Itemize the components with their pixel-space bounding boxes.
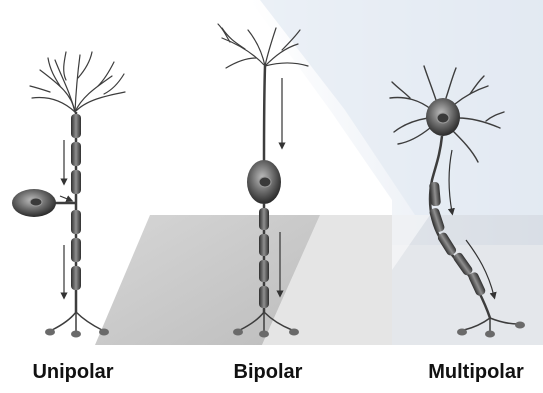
multipolar-neuron <box>390 66 525 338</box>
unipolar-dendrites <box>30 52 125 112</box>
bipolar-neuron <box>218 24 308 338</box>
label-bipolar: Bipolar <box>218 361 318 384</box>
bipolar-terminals <box>240 312 292 332</box>
unipolar-arrow-2 <box>60 196 70 200</box>
multipolar-terminals <box>464 318 518 332</box>
bipolar-dendrites <box>218 24 308 68</box>
label-multipolar: Multipolar <box>411 361 541 384</box>
label-unipolar: Unipolar <box>18 361 128 384</box>
unipolar-neuron <box>12 52 125 338</box>
multipolar-arrow-1 <box>449 150 452 212</box>
unipolar-terminals <box>52 312 102 332</box>
multipolar-myelin <box>429 182 487 297</box>
